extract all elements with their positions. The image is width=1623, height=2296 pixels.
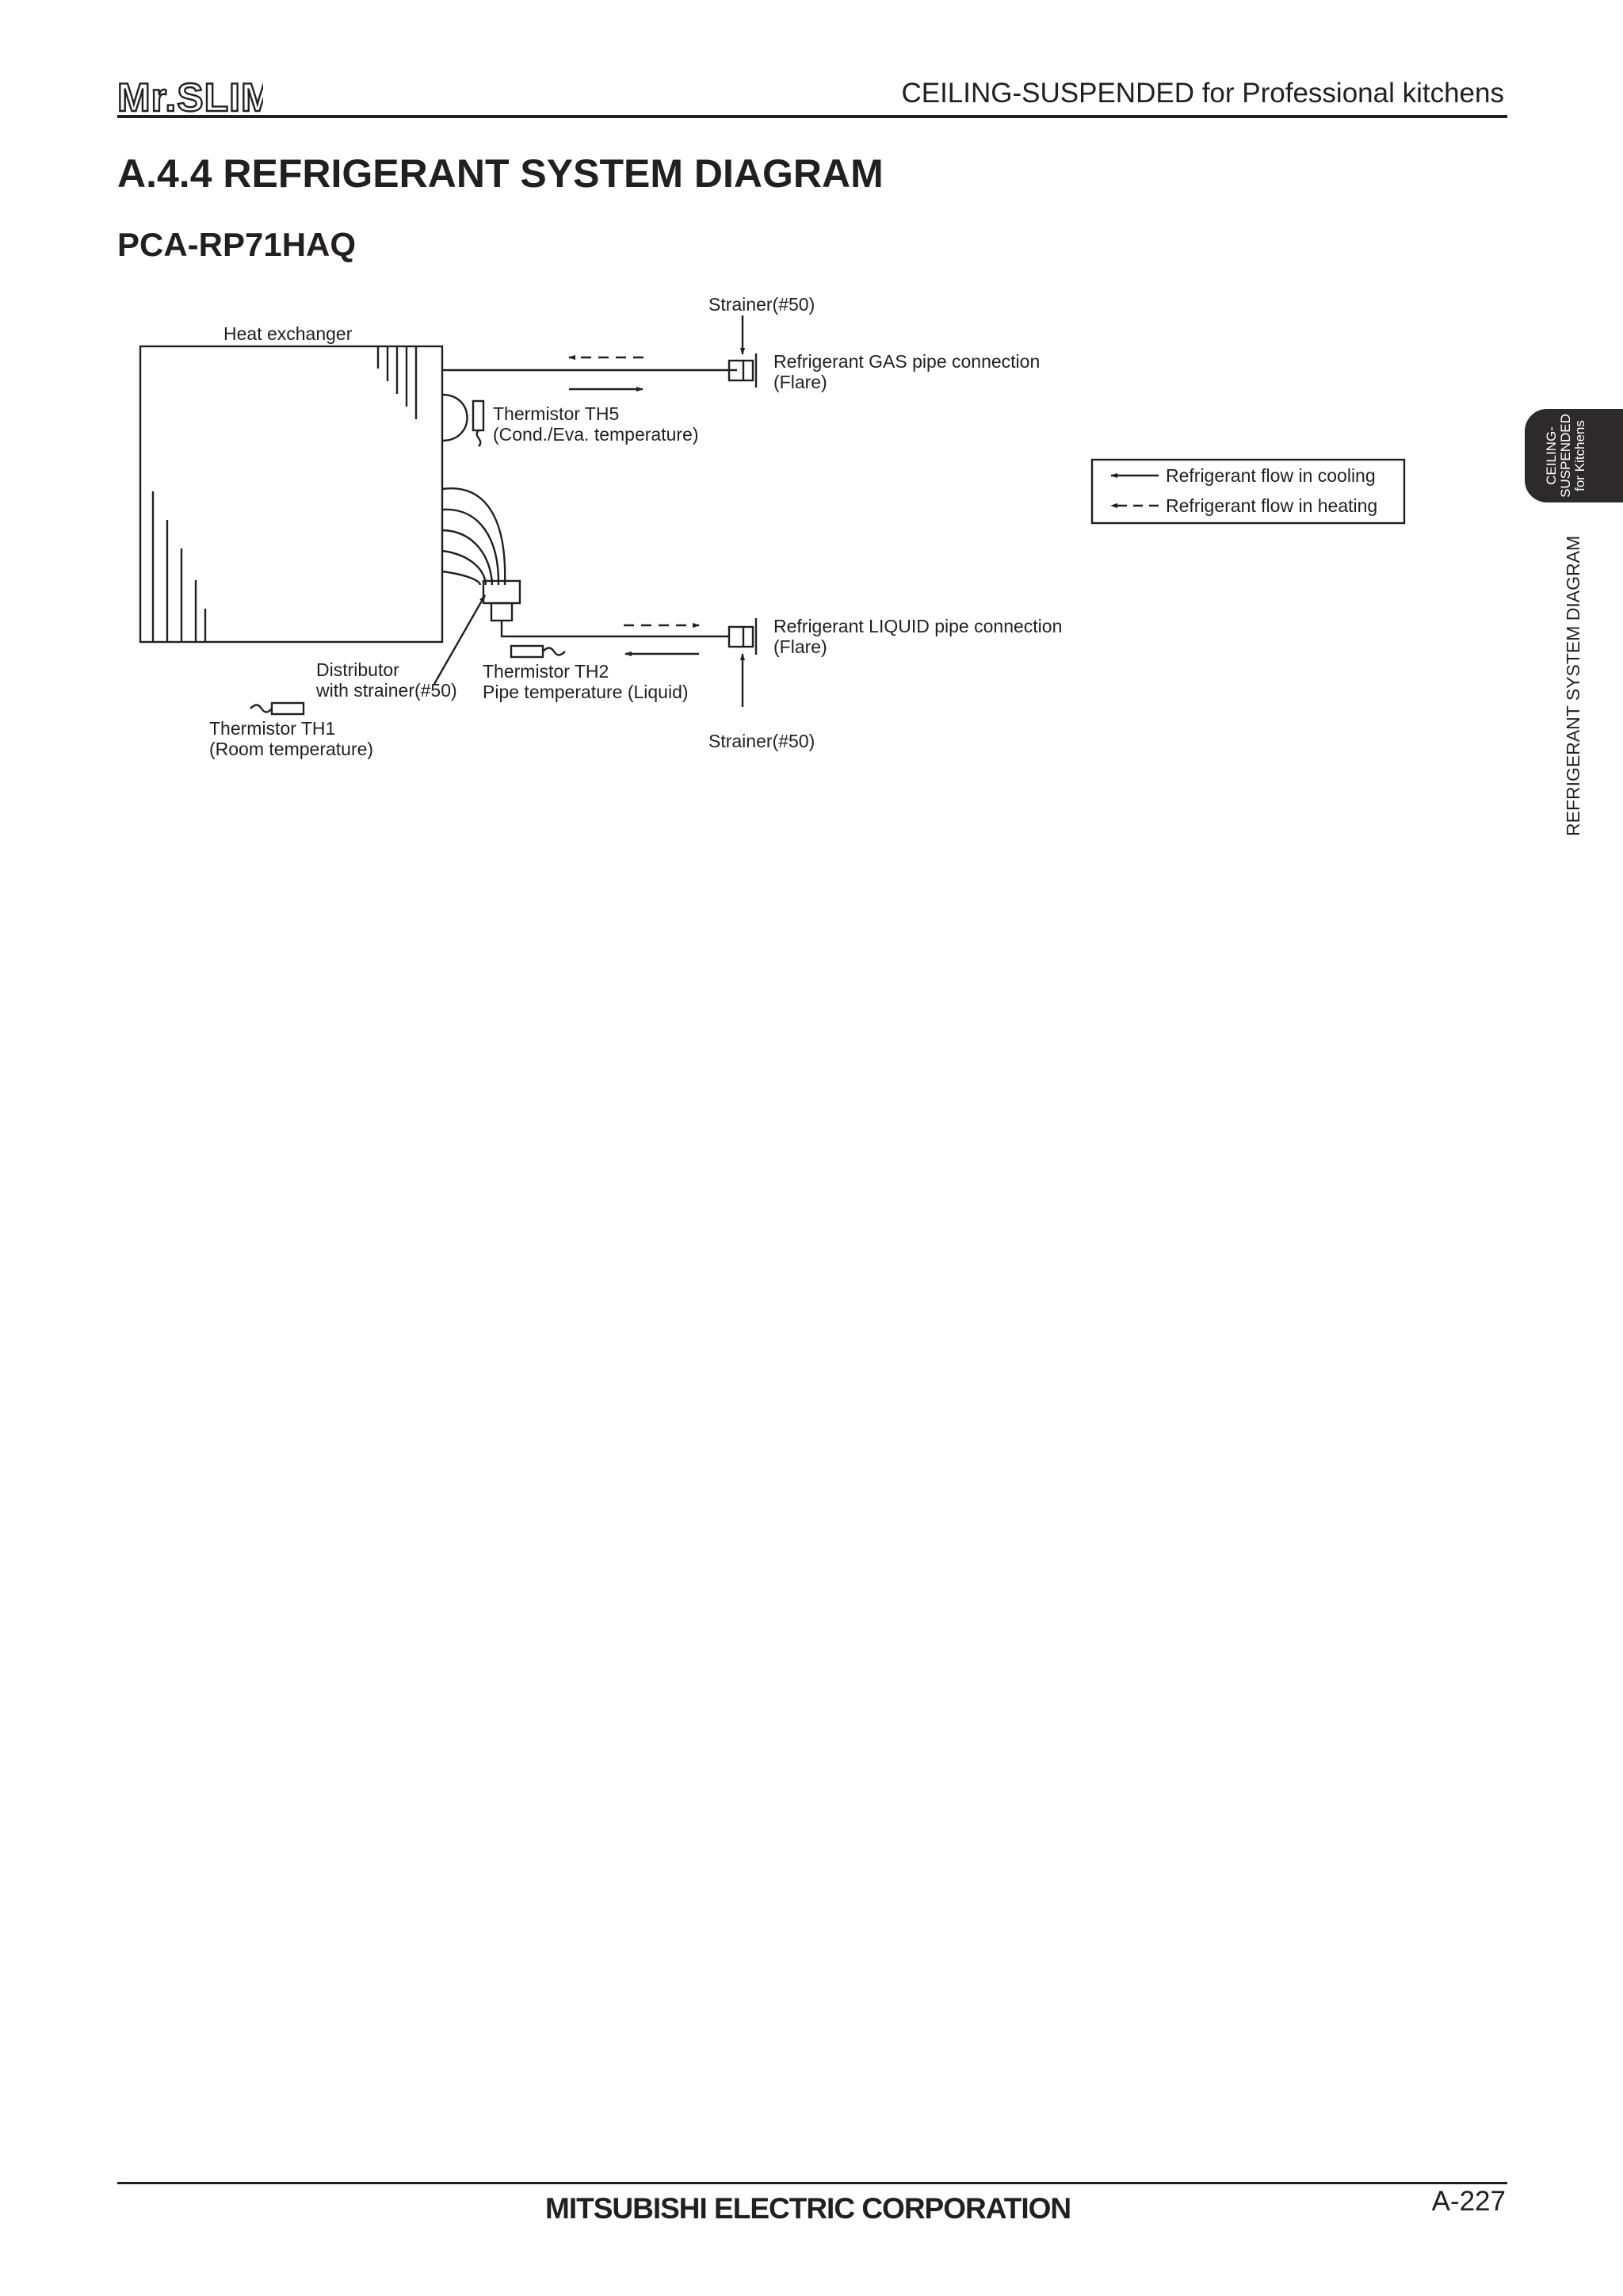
heat-exchanger-fins-top — [376, 346, 418, 419]
footer-company: MITSUBISHI ELECTRIC CORPORATION — [545, 2192, 1071, 2225]
side-tab-line1: CEILING- — [1544, 426, 1559, 485]
distributor — [482, 579, 521, 605]
heat-exchanger-box — [139, 345, 444, 644]
section-title: A.4.4 REFRIGERANT SYSTEM DIAGRAM — [117, 151, 884, 196]
legend-box — [1090, 458, 1406, 525]
page-number: A-227 — [1431, 2186, 1506, 2217]
thermistor-th5 — [472, 399, 485, 432]
mr-slim-logo: Mr.SLIM — [117, 76, 263, 119]
refrigerant-system-diagram: Heat exchanger Strainer(#50) Refrigerant… — [139, 294, 1406, 759]
th1-label: Thermistor TH1 — [209, 718, 335, 739]
liquid-pipe — [500, 621, 729, 638]
strainer-bottom-label: Strainer(#50) — [708, 731, 815, 751]
distributor-leader — [433, 594, 487, 685]
th2-label: Thermistor TH2 — [483, 661, 609, 682]
liquid-connection-flare: (Flare) — [773, 636, 827, 657]
distributor-strainer-label: with strainer(#50) — [315, 680, 457, 701]
side-chapter-tab[interactable] — [1525, 409, 1623, 502]
side-chapter-tab-label: CEILING- SUSPENDED for Kitchens — [1528, 407, 1604, 505]
heat-exchanger-fins-bottom — [151, 491, 207, 642]
distributor-label: Distributor — [316, 659, 399, 680]
th2-description: Pipe temperature (Liquid) — [483, 682, 689, 702]
legend-cooling-label: Refrigerant flow in cooling — [1166, 465, 1376, 486]
gas-flare-connector — [727, 359, 754, 382]
strainer-top-label: Strainer(#50) — [708, 294, 815, 315]
header-subtitle: CEILING-SUSPENDED for Professional kitch… — [901, 78, 1504, 109]
th5-bulb-loop — [441, 393, 468, 442]
legend-heating-label: Refrigerant flow in heating — [1166, 495, 1377, 516]
header-divider — [117, 115, 1507, 118]
gas-connection-flare: (Flare) — [773, 372, 827, 392]
thermistor-th1 — [270, 701, 305, 716]
side-tab-line2: SUSPENDED — [1558, 414, 1573, 498]
model-title: PCA-RP71HAQ — [117, 226, 357, 263]
th5-label: Thermistor TH5 — [493, 403, 619, 424]
th1-description: (Room temperature) — [209, 739, 373, 759]
capillary-tubes — [441, 487, 506, 586]
liquid-flare-connector — [727, 625, 754, 648]
svg-text:Mr.SLIM: Mr.SLIM — [117, 76, 263, 119]
side-tab-line3: for Kitchens — [1572, 420, 1587, 491]
liquid-connection-label: Refrigerant LIQUID pipe connection — [773, 616, 1062, 636]
th5-description: (Cond./Eva. temperature) — [493, 424, 699, 445]
distributor-strainer — [490, 602, 514, 622]
footer-divider — [117, 2182, 1507, 2184]
heat-exchanger-label: Heat exchanger — [223, 323, 353, 344]
thermistor-th2 — [510, 644, 544, 659]
side-section-label: REFRIGERANT SYSTEM DIAGRAM — [1563, 535, 1583, 836]
gas-connection-label: Refrigerant GAS pipe connection — [773, 351, 1040, 372]
